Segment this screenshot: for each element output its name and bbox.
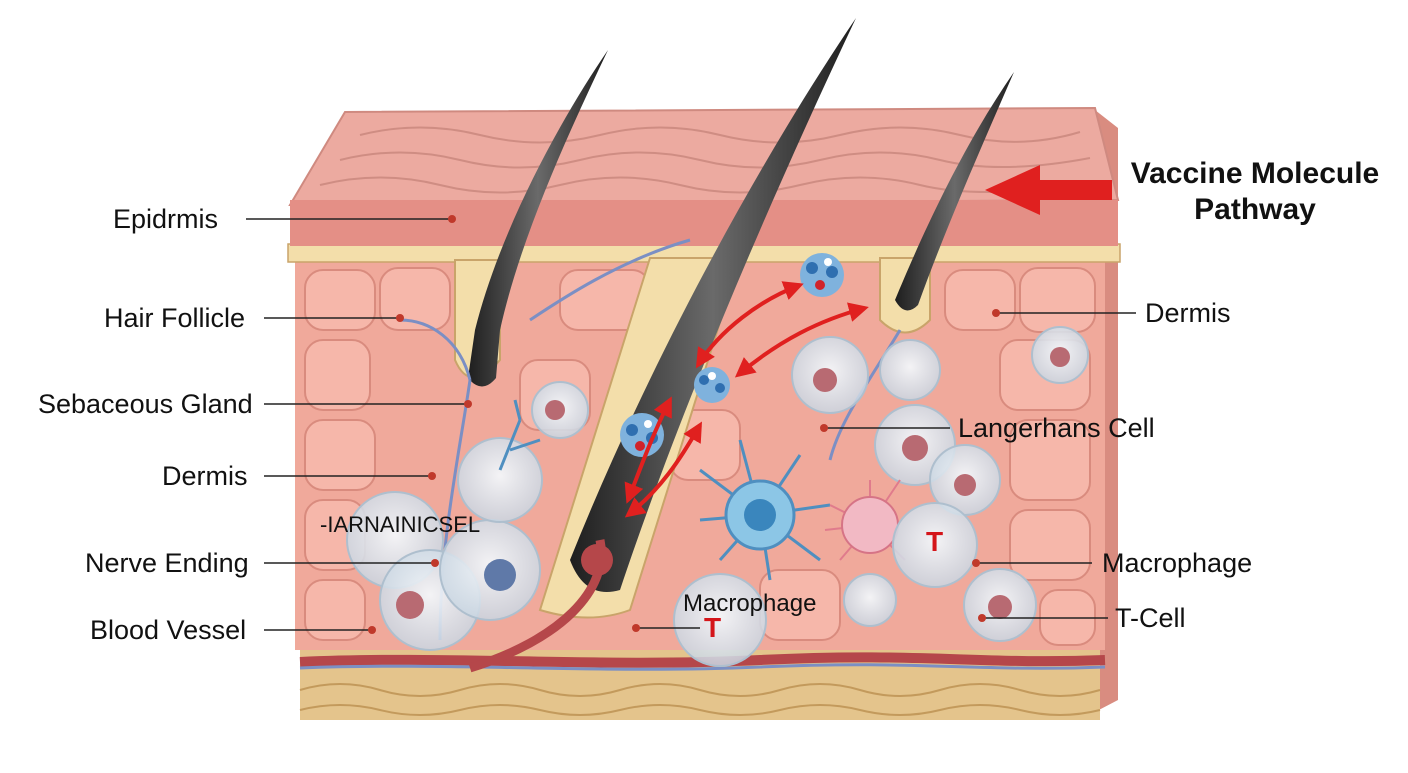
label-blood-vessel: Blood Vessel — [90, 615, 247, 645]
langerhans-cell — [699, 439, 831, 581]
label-epidermis: Epidrmis — [113, 204, 219, 234]
macrophage-spiky — [824, 479, 906, 561]
vaccine-entry-arrow — [985, 165, 1112, 215]
hair-shaft-left — [468, 50, 608, 387]
label-dermis-left: Dermis — [162, 461, 248, 491]
blood-vessel-base — [299, 652, 1106, 668]
epidermis-cell-pattern — [319, 126, 1101, 194]
leader-lines — [246, 215, 1136, 634]
hair-bulb — [581, 544, 613, 576]
fat-lobules — [299, 683, 1101, 716]
pathway-arrows — [624, 281, 869, 518]
vaccine-molecule-middle — [694, 367, 730, 403]
title-line-1: Vaccine Molecule — [1130, 157, 1380, 190]
hair-shaft-right — [895, 72, 1014, 311]
label-inner-garbled: -IARNAINICSEL — [320, 512, 481, 537]
macrophage-cell-center — [673, 573, 767, 667]
vaccine-molecule-lower — [620, 413, 664, 457]
dendritic-cell-left — [498, 399, 541, 471]
diagram-title: Vaccine Molecule Pathway — [1120, 156, 1390, 228]
label-nerve-ending: Nerve Ending — [85, 548, 249, 578]
epidermis-layer — [290, 200, 1118, 246]
title-line-2: Pathway — [1194, 193, 1316, 226]
label-t-cell: T-Cell — [1115, 603, 1186, 633]
t-cell-right — [892, 502, 978, 588]
label-dermis-right: Dermis — [1145, 298, 1231, 328]
left-cell-cluster — [346, 381, 589, 651]
t-marker-center: T — [704, 612, 722, 643]
label-sebaceous-gland: Sebaceous Gland — [38, 389, 253, 419]
label-macrophage-right: Macrophage — [1102, 548, 1253, 578]
label-macrophage-inner: Macrophage — [683, 590, 817, 617]
vein-line — [299, 663, 1106, 671]
vaccine-molecule-top — [800, 253, 844, 297]
t-marker-right: T — [926, 526, 944, 557]
label-hair-follicle: Hair Follicle — [104, 303, 246, 333]
label-langerhans-cell: Langerhans Cell — [958, 413, 1155, 443]
